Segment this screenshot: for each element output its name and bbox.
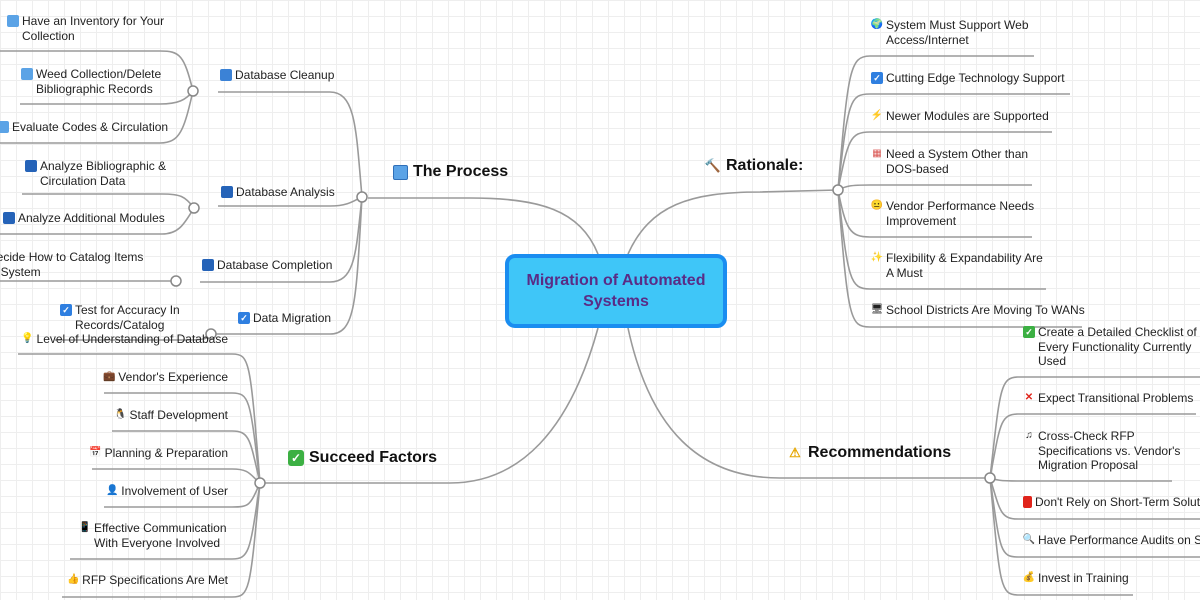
node-database-cleanup[interactable]: Database Cleanup <box>220 68 360 83</box>
database-icon <box>202 259 214 271</box>
warning-icon: ⚠ <box>789 445 801 460</box>
note-icon <box>7 15 19 27</box>
checkbox-icon: ✓ <box>871 72 883 84</box>
node-analyze-bibliographic[interactable]: Analyze Bibliographic & Circulation Data <box>25 159 175 188</box>
thumbs-up-icon: 👍 <box>66 574 80 585</box>
node-data-migration[interactable]: ✓ Data Migration <box>238 311 358 326</box>
node-web-access[interactable]: 🌍 System Must Support Web Access/Interne… <box>870 18 1029 47</box>
book-icon <box>221 186 233 198</box>
smiley-icon: 😐 <box>870 200 884 211</box>
briefcase-icon: 💼 <box>103 371 116 382</box>
hub-recommendations <box>984 472 996 484</box>
node-vendor-experience[interactable]: 💼 Vendor's Experience <box>103 370 228 384</box>
hub-data-migration <box>205 328 217 340</box>
blue-square-icon <box>393 164 408 180</box>
book-icon <box>3 212 15 224</box>
phone-icon: 📱 <box>78 522 92 533</box>
node-newer-modules[interactable]: ⚡ Newer Modules are Supported <box>870 109 1049 123</box>
user-icon: 👤 <box>106 485 119 496</box>
hub-process <box>356 191 368 203</box>
link-recommendations <box>627 327 990 479</box>
node-effective-communication[interactable]: 📱 Effective Communication With Everyone … <box>78 521 227 550</box>
note-icon <box>0 121 9 133</box>
link-rationale <box>627 189 839 255</box>
note-icon <box>21 68 33 80</box>
red-x-icon: ✕ <box>1024 392 1034 403</box>
node-staff-development[interactable]: 🐧 Staff Development <box>114 408 228 422</box>
branch-rationale[interactable]: 🔨 Rationale: <box>704 157 804 174</box>
node-vendor-performance[interactable]: 😐 Vendor Performance Needs Improvement <box>870 199 1035 228</box>
node-transitional-problems[interactable]: ✕ Expect Transitional Problems <box>1024 391 1194 405</box>
node-short-term-solutions[interactable]: Don't Rely on Short-Term Solut <box>1023 495 1200 510</box>
penguin-icon: 🐧 <box>114 409 127 420</box>
node-performance-audits[interactable]: 🔍 Have Performance Audits on Si <box>1023 533 1200 547</box>
central-topic[interactable]: Migration of Automated Systems <box>505 254 727 328</box>
node-analyze-modules[interactable]: Analyze Additional Modules <box>3 211 173 226</box>
hub-succeed <box>254 477 266 489</box>
node-dos-based[interactable]: ▦ Need a System Other than DOS-based <box>872 147 1029 176</box>
node-cross-check-rfp[interactable]: ♫ Cross-Check RFP Specifications vs. Ven… <box>1023 429 1183 473</box>
node-rfp-met[interactable]: 👍 RFP Specifications Are Met <box>66 573 228 587</box>
node-planning-preparation[interactable]: 📅 Planning & Preparation <box>89 446 228 460</box>
link-process <box>368 197 599 255</box>
node-involvement-user[interactable]: 👤 Involvement of User <box>106 484 228 498</box>
node-cutting-edge[interactable]: ✓ Cutting Edge Technology Support <box>871 71 1081 86</box>
branch-the-process[interactable]: The Process <box>393 163 508 181</box>
hub-database-cleanup <box>187 85 199 97</box>
branch-recommendations[interactable]: ⚠ Recommendations <box>787 444 951 462</box>
windows-logo-icon: ▦ <box>872 148 882 159</box>
node-have-inventory[interactable]: Have an Inventory for Your Collection <box>7 14 172 43</box>
node-database-analysis[interactable]: Database Analysis <box>221 185 361 200</box>
checkbox-icon: ✓ <box>60 304 72 316</box>
node-evaluate-codes[interactable]: Evaluate Codes & Circulation <box>0 120 172 135</box>
red-note-icon <box>1023 496 1032 508</box>
lightbulb-icon: 💡 <box>21 333 34 344</box>
hub-database-completion <box>170 275 182 287</box>
node-wans[interactable]: 🖥 School Districts Are Moving To WANs <box>870 303 1085 317</box>
hub-rationale <box>832 184 844 196</box>
book-icon <box>25 160 37 172</box>
branch-succeed-factors[interactable]: ✓ Succeed Factors <box>288 449 437 467</box>
node-detailed-checklist[interactable]: ✓ Create a Detailed Checklist of Every F… <box>1023 325 1199 369</box>
green-check-icon: ✓ <box>288 450 304 466</box>
magnifier-icon: 🔍 <box>1023 534 1036 545</box>
globe-icon: 🌍 <box>870 19 884 30</box>
lightning-icon: ⚡ <box>870 110 884 121</box>
central-topic-title: Migration of Automated Systems <box>526 272 706 310</box>
hammer-icon: 🔨 <box>704 158 722 173</box>
calendar-icon: 📅 <box>89 447 102 458</box>
node-database-completion[interactable]: Database Completion <box>202 258 352 273</box>
node-test-accuracy[interactable]: ✓ Test for Accuracy In Records/Catalog <box>60 303 200 332</box>
link-succeed <box>260 327 599 484</box>
note-icon <box>220 69 232 81</box>
green-check-icon: ✓ <box>1023 326 1035 338</box>
node-weed-collection[interactable]: Weed Collection/Delete Bibliographic Rec… <box>21 67 181 96</box>
node-invest-training[interactable]: 💰 Invest in Training <box>1022 571 1129 585</box>
node-flexibility[interactable]: ✨ Flexibility & Expandability Are A Must <box>870 251 1043 280</box>
monitor-icon: 🖥 <box>870 304 884 315</box>
checkbox-icon: ✓ <box>238 312 250 324</box>
node-level-understanding[interactable]: 💡 Level of Understanding of Database <box>21 332 228 346</box>
money-bag-icon: 💰 <box>1022 572 1036 583</box>
music-note-icon: ♫ <box>1025 430 1033 441</box>
hub-database-analysis <box>188 202 200 214</box>
sparkle-icon: ✨ <box>870 252 884 263</box>
node-decide-catalog[interactable]: Decide How to Catalog Items in System <box>0 250 144 279</box>
